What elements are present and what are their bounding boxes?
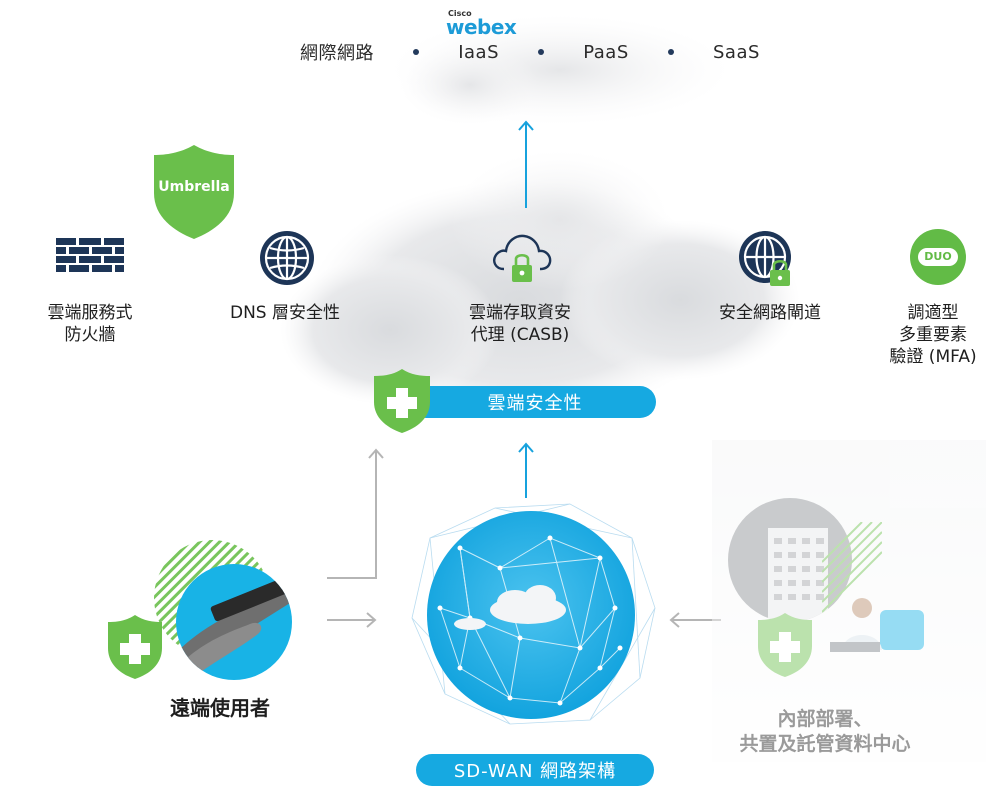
firewall-label-line2: 防火牆 bbox=[64, 325, 116, 345]
datacenter-shield-icon bbox=[758, 613, 812, 677]
firewall-label: 雲端服務式 防火牆 bbox=[20, 302, 160, 346]
cloud-lock-icon bbox=[493, 234, 552, 282]
paas-label: PaaS bbox=[583, 41, 629, 63]
duo-logo-icon: DUO bbox=[910, 229, 966, 285]
webex-logo: Cisco webex bbox=[446, 9, 517, 39]
firewall-label-line1: 雲端服務式 bbox=[47, 303, 133, 323]
casb-label-line2: 代理 (CASB) bbox=[470, 325, 570, 345]
cisco-wordmark: Cisco bbox=[448, 9, 472, 18]
internet-label: 網際網路 bbox=[300, 43, 374, 64]
cloud-destinations-row: 網際網路 IaaS PaaS SaaS bbox=[300, 38, 760, 66]
cloud-security-pill: 雲端安全性 bbox=[410, 386, 656, 418]
datacenter-workers-photo bbox=[830, 598, 924, 652]
arrow-up-to-cloud-security bbox=[518, 442, 534, 498]
globe-icon bbox=[260, 231, 314, 285]
datacenter-backdrop bbox=[712, 440, 986, 780]
mfa-label-line3: 驗證 (MFA) bbox=[889, 347, 977, 367]
umbrella-label: Umbrella bbox=[158, 179, 230, 195]
sdwan-pill: SD-WAN 網路架構 bbox=[416, 754, 654, 786]
datacenter-group bbox=[712, 440, 986, 786]
dns-security-label: DNS 層安全性 bbox=[229, 303, 340, 323]
mfa-label-line1: 調適型 bbox=[907, 303, 959, 323]
casb-label-line1: 雲端存取資安 bbox=[469, 303, 571, 323]
cloud-security-label: 雲端安全性 bbox=[487, 393, 583, 414]
mfa-label: 調適型 多重要素 驗證 (MFA) bbox=[880, 302, 986, 368]
umbrella-shield-icon: Umbrella bbox=[150, 143, 238, 241]
datacenter-label-line2: 共置及託管資料中心 bbox=[739, 733, 911, 755]
remote-user-photo bbox=[154, 540, 292, 680]
mfa-label-line2: 多重要素 bbox=[899, 325, 967, 345]
casb-label: 雲端存取資安 代理 (CASB) bbox=[445, 302, 595, 346]
saas-label: SaaS bbox=[713, 41, 760, 63]
arrow-up-to-internet bbox=[518, 120, 534, 208]
remote-user-shield-icon bbox=[108, 615, 162, 679]
datacenter-label: 內部部署、 共置及託管資料中心 bbox=[720, 707, 930, 757]
bullet-dot bbox=[538, 49, 545, 55]
bullet-dot bbox=[667, 49, 674, 55]
sdwan-label: SD-WAN 網路架構 bbox=[453, 761, 617, 782]
secure-web-gateway-label: 安全網路閘道 bbox=[719, 303, 821, 323]
datacenter-building-photo bbox=[728, 498, 852, 622]
datacenter-stripes-decoration bbox=[822, 522, 882, 613]
bullet-dot bbox=[413, 49, 420, 55]
arrow-user-to-cloud-security bbox=[327, 448, 384, 579]
firewall-icon bbox=[56, 238, 124, 272]
cloud-security-shield-icon bbox=[374, 369, 430, 433]
arrow-datacenter-to-sdwan bbox=[669, 612, 721, 628]
remote-user-label: 遠端使用者 bbox=[170, 696, 270, 720]
sdwan-network-globe-icon bbox=[411, 503, 656, 725]
arrow-user-to-sdwan bbox=[327, 612, 377, 628]
webex-wordmark: webex bbox=[446, 15, 517, 39]
datacenter-label-line1: 內部部署、 bbox=[777, 708, 873, 730]
iaas-label: IaaS bbox=[458, 41, 500, 63]
duo-logo-text: DUO bbox=[918, 248, 958, 266]
globe-lock-icon bbox=[739, 231, 791, 286]
